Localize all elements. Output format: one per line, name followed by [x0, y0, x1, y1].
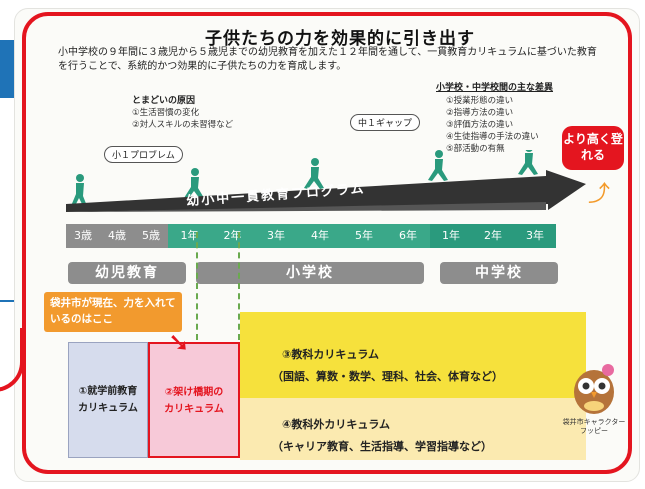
- page-title: 子供たちの力を効果的に引き出す: [205, 29, 475, 49]
- divider-dash: [196, 232, 198, 340]
- runner-icon: [71, 174, 87, 206]
- preschool-line: ①就学前教育: [78, 386, 138, 397]
- program-arrow: [66, 170, 586, 212]
- stage-junior-high: 中学校: [440, 262, 558, 284]
- grade-cell: 3歳: [74, 229, 92, 242]
- highlight-frame: [22, 12, 632, 474]
- runner-icon: [304, 158, 324, 189]
- causes-heading: とまどいの原因: [132, 96, 196, 106]
- higher-climb-badge: より高く登れる: [562, 126, 624, 170]
- mascot-label: 袋井市キャラクター フッピー: [562, 418, 626, 436]
- subject-curriculum-detail: （国語、算数・数学、理科、社会、体育など）: [272, 370, 503, 383]
- bridge-curriculum-box: ②架け橋期の カリキュラム: [148, 342, 240, 458]
- grade-cell: 1年: [442, 229, 460, 242]
- non-subject-curriculum-detail: （キャリア教育、生活指導、学習指導など）: [272, 440, 492, 453]
- grade-cell: 4年: [311, 229, 329, 242]
- difference-item: ②指導方法の違い: [446, 108, 514, 118]
- stage-kindergarten: 幼児教育: [68, 262, 186, 284]
- sho1-problem-bubble: 小１プロブレム: [104, 146, 183, 163]
- runner-icon: [518, 150, 538, 175]
- grade-row: 3歳 4歳 5歳 1年 2年 3年 4年 5年 6年 1年 2年 3年: [66, 224, 556, 248]
- grade-cell: 5歳: [142, 229, 160, 242]
- difference-item: ①授業形態の違い: [446, 96, 514, 106]
- preschool-curriculum-box: ①就学前教育 カリキュラム: [68, 342, 148, 458]
- runner-icon: [184, 168, 204, 199]
- owl-mascot-icon: [574, 364, 614, 414]
- focus-note: 袋井市が現在、力を入れているのはここ: [44, 292, 182, 332]
- preschool-line: カリキュラム: [78, 403, 138, 414]
- stage-elementary: 小学校: [196, 262, 424, 284]
- grade-cell: 3年: [267, 229, 285, 242]
- bridge-line: カリキュラム: [164, 404, 224, 415]
- grade-cell: 2年: [223, 229, 242, 242]
- non-subject-curriculum-band: [240, 398, 586, 460]
- mascot-label-line: 袋井市キャラクター: [562, 418, 626, 426]
- grade-cell: 6年: [399, 229, 417, 242]
- grade-cell: 4歳: [108, 229, 126, 242]
- grade-cell: 5年: [355, 229, 373, 242]
- grade-cell: 2年: [484, 229, 502, 242]
- difference-item: ③評価方法の違い: [446, 120, 514, 130]
- chu1-gap-bubble: 中１ギャップ: [350, 114, 421, 131]
- grade-cell: 1年: [180, 229, 199, 242]
- differences-heading: 小学校・中学校間の主な差異: [436, 83, 554, 93]
- cause-item: ①生活習慣の変化: [132, 108, 200, 118]
- subject-curriculum-title: ③教科カリキュラム: [282, 348, 379, 361]
- difference-item: ⑤部活動の有無: [446, 144, 505, 154]
- down-right-arrow-icon: ➘: [168, 328, 190, 358]
- mascot-label-line: フッピー: [580, 427, 608, 435]
- subject-curriculum-band: [240, 312, 586, 398]
- runner-figures: [71, 150, 538, 206]
- up-arrow-icon: ⤴: [588, 182, 611, 207]
- divider-dash: [238, 232, 240, 340]
- intro-text: 小中学校の９年間に３歳児から５歳児までの幼児教育を加えた１２年間を通して、一貫教…: [58, 47, 597, 72]
- cause-item: ②対人スキルの未習得など: [132, 120, 234, 130]
- non-subject-curriculum-title: ④教科外カリキュラム: [282, 418, 390, 431]
- grade-cell: 3年: [526, 229, 544, 242]
- bridge-line: ②架け橋期の: [164, 387, 224, 398]
- left-blue-line: [0, 300, 22, 302]
- difference-item: ④生徒指導の手法の違い: [446, 132, 539, 142]
- runner-icon: [428, 150, 448, 181]
